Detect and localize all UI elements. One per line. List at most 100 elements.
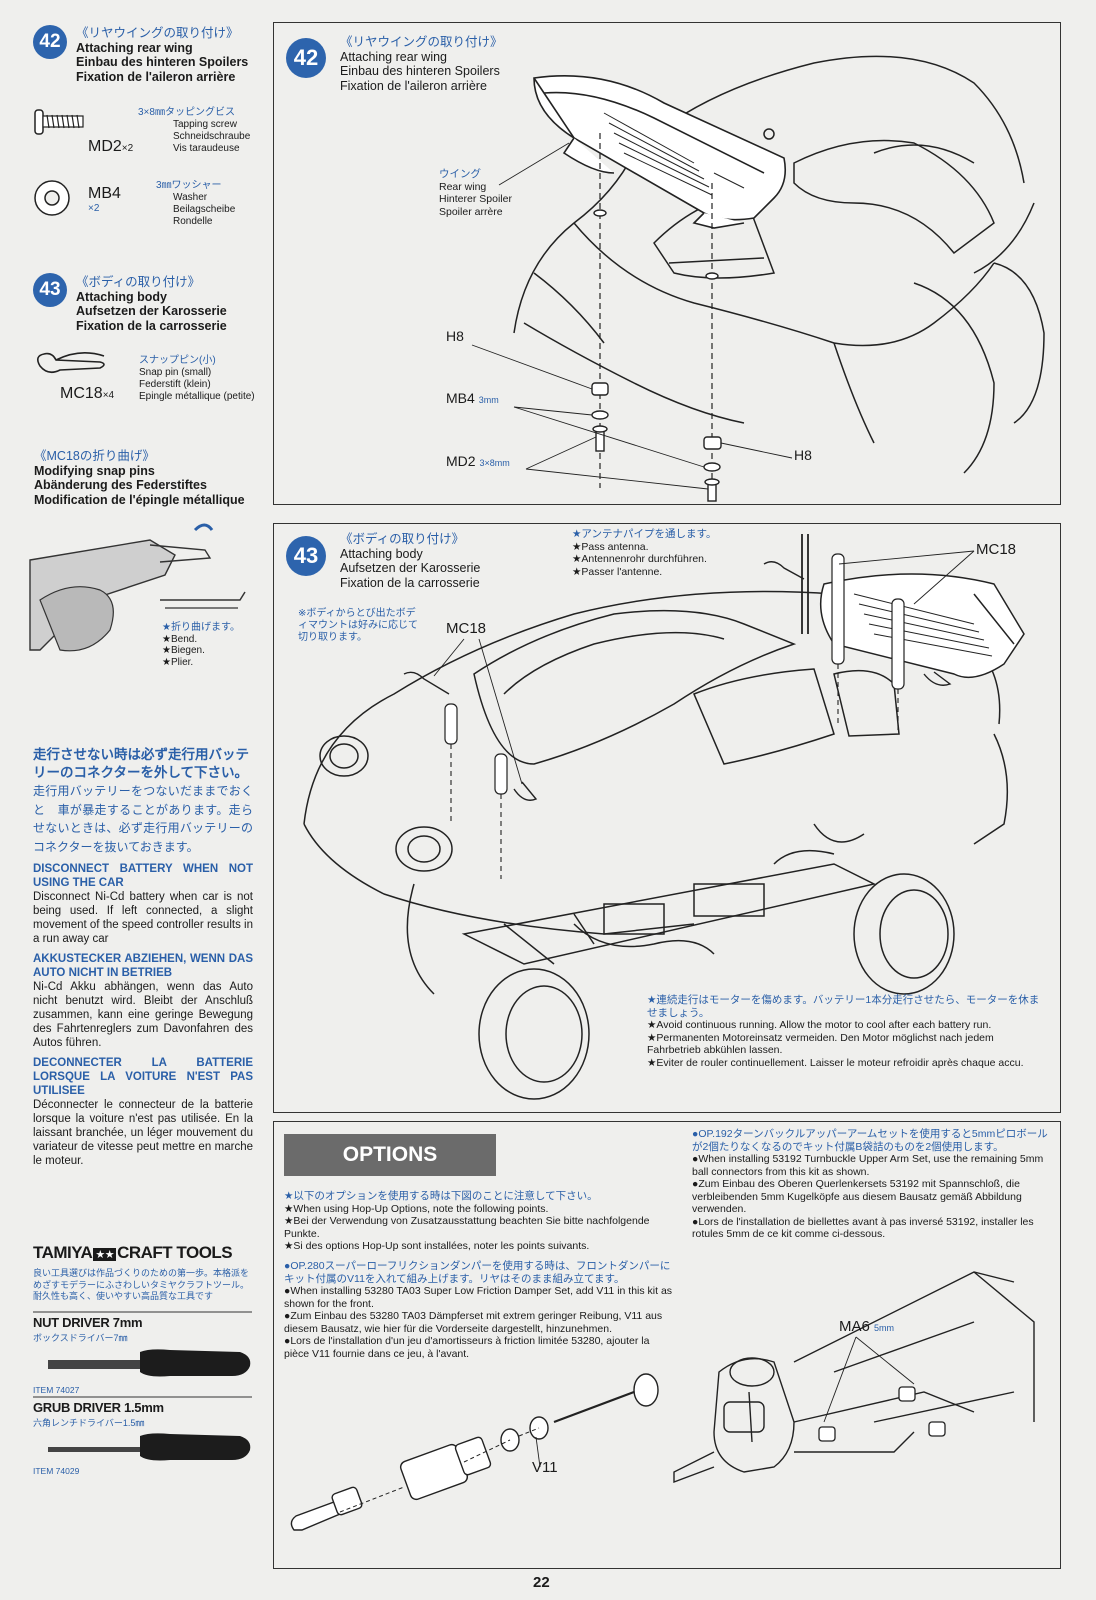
warning-fr-body: Déconnecter le connecteur de la batterie… (33, 1099, 253, 1167)
rear-wing-fr: Spoiler arrère (439, 205, 503, 218)
op280-fr: ●Lors de l'installation d'un jeu d'amort… (284, 1335, 650, 1360)
step-42-badge: 42 (33, 25, 67, 59)
h8-label-left: H8 (446, 328, 464, 344)
step-42-title-fr: Fixation de l'aileron arrière (76, 69, 236, 84)
modify-title-fr: Modification de l'épingle métallique (34, 492, 245, 507)
md2-size-ja: 3×8㎜タッピングビス (138, 107, 235, 118)
rear-wing-en: Rear wing (439, 180, 487, 193)
options-box: OPTIONS ★以下のオプションを使用する時は下図のことに注意して下さい。 ★… (273, 1121, 1061, 1569)
op192-de: ●Zum Einbau des Oberen Querlenkersets 53… (692, 1178, 1022, 1215)
warning-de-body: Ni-Cd Akku abhängen, wenn das Auto nicht… (33, 981, 253, 1049)
tool2-item: ITEM 74029 (33, 1466, 80, 1476)
op280-ja: ●OP.280スーパーローフリクションダンパーを使用する時は、フロントダンパーに… (284, 1260, 671, 1285)
star-icon: ★★ (93, 1248, 117, 1261)
op280-note: ●OP.280スーパーローフリクションダンパーを使用する時は、フロントダンパーに… (284, 1260, 674, 1360)
craft-brand: TAMIYA (33, 1243, 93, 1262)
modify-title-de: Abänderung des Federstiftes (34, 478, 207, 492)
tool2-ja: 六角レンチドライバー1.5㎜ (33, 1418, 145, 1428)
step-42-title-ja: 《リヤウイングの取り付け》 (76, 26, 239, 40)
step-43-box-title: 《ボディの取り付け》 Attaching body Aufsetzen der … (340, 532, 560, 590)
md2-label-code: MD2 (446, 453, 476, 469)
mb4-qty: ×2 (88, 203, 100, 214)
run-ja: ★連続走行はモーターを傷めます。バッテリー1本分走行させたら、モーターを休ませま… (647, 994, 1040, 1019)
modify-title: 《MC18の折り曲げ》 Modifying snap pins Abänderu… (34, 449, 274, 507)
step-43-box-title-ja: 《ボディの取り付け》 (340, 532, 465, 546)
continuous-running-note: ★連続走行はモーターを傷めます。バッテリー1本分走行させたら、モーターを休ませま… (647, 994, 1047, 1069)
craft-brand-tail: CRAFT TOOLS (117, 1243, 233, 1262)
step-43-box-title-en: Attaching body (340, 546, 423, 561)
mc18-qty: ×4 (102, 390, 115, 401)
run-fr: ★Eviter de rouler continuellement. Laiss… (647, 1056, 1024, 1069)
h8-label-right: H8 (794, 447, 812, 463)
tool2-name: GRUB DRIVER 1.5mm (33, 1400, 164, 1415)
mc18-part-code: MC18×4 (60, 385, 114, 403)
craft-tools-desc: 良い工具選びは作品づくりのための第一歩。本格派をめざすモデラーにふさわしいタミヤ… (33, 1268, 250, 1301)
rear-wing-de: Hinterer Spoiler (439, 193, 512, 205)
step-43-badge: 43 (33, 273, 67, 307)
warning-ja-body: 走行用バッテリーをつないだままでおくと 車が暴走することがあります。走らせないと… (33, 784, 253, 854)
intro-fr: ★Si des options Hop-Up sont installées, … (284, 1240, 590, 1252)
warning-ja-bold: 走行させない時は必ず走行用バッテリーのコネクターを外して下さい。 (33, 747, 249, 780)
mc18-label-right: MC18 (976, 541, 1017, 558)
md2-qty: ×2 (121, 143, 134, 154)
rear-wing-assembly-illustration (471, 55, 1045, 502)
md2-part-code: MD2×2 (88, 138, 133, 156)
mc18-size-ja: スナップピン(小) (139, 355, 216, 366)
bend-en: ★Bend. (162, 633, 198, 645)
antenna-de: ★Antennenrohr durchführen. (572, 553, 707, 565)
md2-en: Tapping screw (173, 119, 237, 130)
op280-de: ●Zum Einbau des 53280 TA03 Dämpferset mi… (284, 1310, 663, 1335)
op280-en: ●When installing 53280 TA03 Super Low Fr… (284, 1285, 673, 1310)
step-42-diagram-box: 42 《リヤウイングの取り付け》 Attaching rear wing Ein… (273, 22, 1061, 505)
ma6-label: MA6 5mm (839, 1318, 894, 1335)
body-mount-note: ※ボディからとび出たボディマウントは好みに応じて切り取ります。 (298, 608, 418, 644)
warning-en-head: DISCONNECT BATTERY WHEN NOT USING THE CA… (33, 863, 253, 889)
v11-label: V11 (532, 1459, 558, 1476)
step-43-title-en: Attaching body (76, 289, 167, 304)
mc18-desc: スナップピン(小) Snap pin (small) Federstift (k… (139, 355, 279, 403)
md2-de: Schneidschraube (173, 131, 251, 142)
mb4-de: Beilagscheibe (173, 204, 236, 215)
page-number: 22 (533, 1574, 550, 1591)
warning-en-body: Disconnect Ni-Cd battery when car is not… (33, 891, 253, 945)
step-42-box-title-de: Einbau des hinteren Spoilers (340, 64, 500, 78)
rear-wing-label: ウイング Rear wing Hinterer Spoiler Spoiler … (439, 168, 549, 218)
modify-title-ja: 《MC18の折り曲げ》 (34, 449, 155, 463)
run-en: ★Avoid continuous running. Allow the mot… (647, 1019, 992, 1031)
tool1-item: ITEM 74027 (33, 1385, 80, 1395)
md2-desc: 3×8㎜タッピングビス Tapping screw Schneidschraub… (138, 107, 278, 155)
mb4-code: MB4 (88, 185, 121, 202)
battery-warning: 走行させない時は必ず走行用バッテリーのコネクターを外して下さい。 走行用バッテリ… (33, 746, 253, 1168)
step-43-diagram-box: 43 《ボディの取り付け》 Attaching body Aufsetzen d… (273, 523, 1061, 1113)
op192-note: ●OP.192ターンバックルアッパーアームセットを使用すると5mmピロボールが2… (692, 1128, 1052, 1241)
mb4-fr: Rondelle (173, 216, 213, 227)
step-43-box-title-de: Aufsetzen der Karosserie (340, 561, 481, 575)
step-43-box-title-fr: Fixation de la carrosserie (340, 575, 480, 590)
step-42-box-title-en: Attaching rear wing (340, 49, 448, 64)
step-42-box-title-fr: Fixation de l'aileron arrière (340, 78, 487, 93)
mb4-en: Washer (173, 192, 208, 203)
op192-fr: ●Lors de l'installation de biellettes av… (692, 1215, 1034, 1241)
md2-label: MD2 3×8mm (446, 453, 510, 469)
mb4-label-code: MB4 (446, 390, 475, 406)
warning-fr-head: DECONNECTER LA BATTERIE LORSQUE LA VOITU… (33, 1057, 253, 1097)
op192-en: ●When installing 53192 Turnbuckle Upper … (692, 1153, 1044, 1178)
mc18-fr: Epingle métallique (petite) (139, 391, 255, 402)
md2-label-size: 3×8mm (479, 458, 510, 468)
step-42-box-title-ja: 《リヤウイングの取り付け》 (340, 35, 503, 49)
options-banner: OPTIONS (284, 1134, 496, 1176)
bend-de: ★Biegen. (162, 645, 205, 656)
body-mount-ja: ※ボディからとび出たボディマウントは好みに応じて切り取ります。 (298, 608, 418, 643)
intro-en: ★When using Hop-Up Options, note the fol… (284, 1202, 549, 1215)
intro-de: ★Bei der Verwendung von Zusatzausstattun… (284, 1215, 650, 1240)
run-de: ★Permanenten Motoreinsatz vermeiden. Den… (647, 1031, 994, 1057)
antenna-ja: ★アンテナパイプを通します。 (572, 528, 717, 540)
step-42-title-en: Attaching rear wing (76, 40, 193, 55)
bend-ja: ★折り曲げます。 (162, 622, 240, 633)
modify-title-en: Modifying snap pins (34, 463, 155, 478)
step-42-box-title: 《リヤウイングの取り付け》 Attaching rear wing Einbau… (340, 35, 560, 93)
step-43-title: 《ボディの取り付け》 Attaching body Aufsetzen der … (76, 275, 271, 333)
options-intro: ★以下のオプションを使用する時は下図のことに注意して下さい。 ★When usi… (284, 1190, 674, 1253)
tool1-name: NUT DRIVER 7mm (33, 1315, 143, 1330)
mc18-en: Snap pin (small) (139, 367, 212, 378)
